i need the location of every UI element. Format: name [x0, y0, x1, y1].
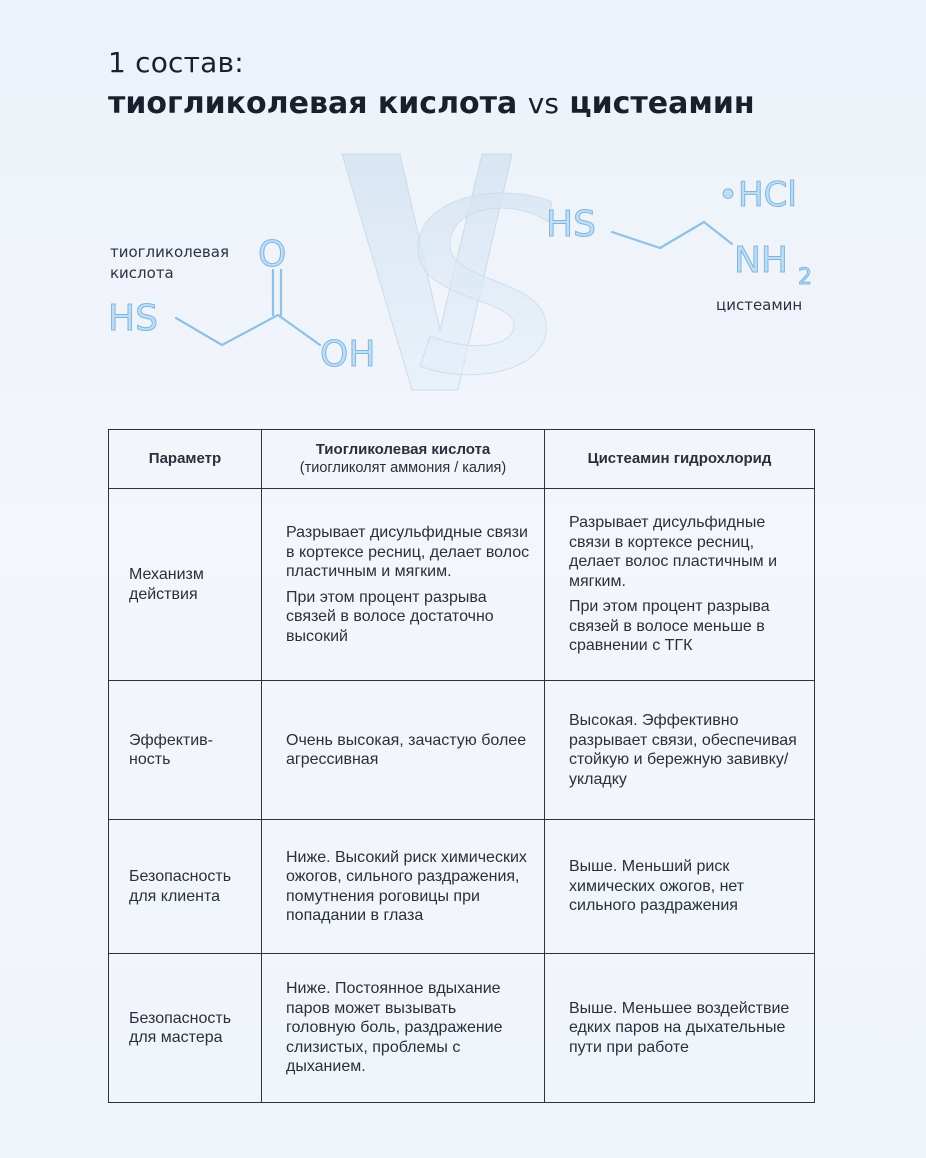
- row-param: Безопасность для клиента: [108, 819, 262, 954]
- right-compound-label: цистеамин: [716, 296, 803, 314]
- header-param: Параметр: [108, 429, 262, 489]
- left-compound-label: тиогликолевая кислота: [110, 243, 229, 282]
- page-title-line1: 1 состав:: [108, 46, 244, 79]
- row-col2: Высокая. Эффективно разрывает связи, обе…: [544, 680, 815, 820]
- table-row: Механизм действия Разрывает дисульфидные…: [108, 488, 815, 681]
- row-col1: Ниже. Постоянное вдыхание паров может вы…: [261, 953, 545, 1103]
- formula-nh: NH: [734, 240, 788, 281]
- formula-sub2: 2: [798, 265, 812, 290]
- row-col2: Разрывает дисульфидные связи в кортексе …: [544, 488, 815, 681]
- hero-illustration: HS O OH HS •HCl NH 2: [108, 153, 813, 391]
- header-col1: Тиогликолевая кислота (тиогликолят аммон…: [261, 429, 545, 489]
- row-col1: Очень высокая, зачастую более агрессивна…: [261, 680, 545, 820]
- table-row: Безопасность для клиента Ниже. Высокий р…: [108, 819, 815, 954]
- vs-watermark-icon: [341, 153, 553, 391]
- formula-hs-right: HS: [546, 204, 596, 245]
- thioglycolic-acid-formula-icon: [174, 268, 322, 347]
- cysteamine-formula-icon: [610, 220, 734, 250]
- row-param: Безопасность для мастера: [108, 953, 262, 1103]
- page-title: тиогликолевая кислота vs цистеамин: [108, 86, 755, 121]
- formula-oh: OH: [320, 334, 375, 375]
- row-col2: Выше. Меньший риск химических ожогов, не…: [544, 819, 815, 954]
- comparison-table: Параметр Тиогликолевая кислота (тиоглико…: [108, 429, 815, 1103]
- title-right-compound: цистеамин: [569, 86, 755, 121]
- title-vs: vs: [527, 87, 559, 120]
- row-param: Механизм действия: [108, 488, 262, 681]
- formula-hs-left: HS: [108, 298, 158, 339]
- table-header-row: Параметр Тиогликолевая кислота (тиоглико…: [108, 429, 815, 489]
- row-col1: Разрывает дисульфидные связи в кортексе …: [261, 488, 545, 681]
- row-param: Эффектив-ность: [108, 680, 262, 820]
- formula-hcl: •HCl: [718, 175, 797, 215]
- formula-o: O: [258, 234, 286, 275]
- header-col2: Цистеамин гидрохлорид: [544, 429, 815, 489]
- table-row: Безопасность для мастера Ниже. Постоянно…: [108, 953, 815, 1103]
- row-col2: Выше. Меньшее воздействие едких паров на…: [544, 953, 815, 1103]
- title-left-compound: тиогликолевая кислота: [108, 86, 518, 121]
- table-row: Эффектив-ность Очень высокая, зачастую б…: [108, 680, 815, 820]
- row-col1: Ниже. Высокий риск химических ожогов, си…: [261, 819, 545, 954]
